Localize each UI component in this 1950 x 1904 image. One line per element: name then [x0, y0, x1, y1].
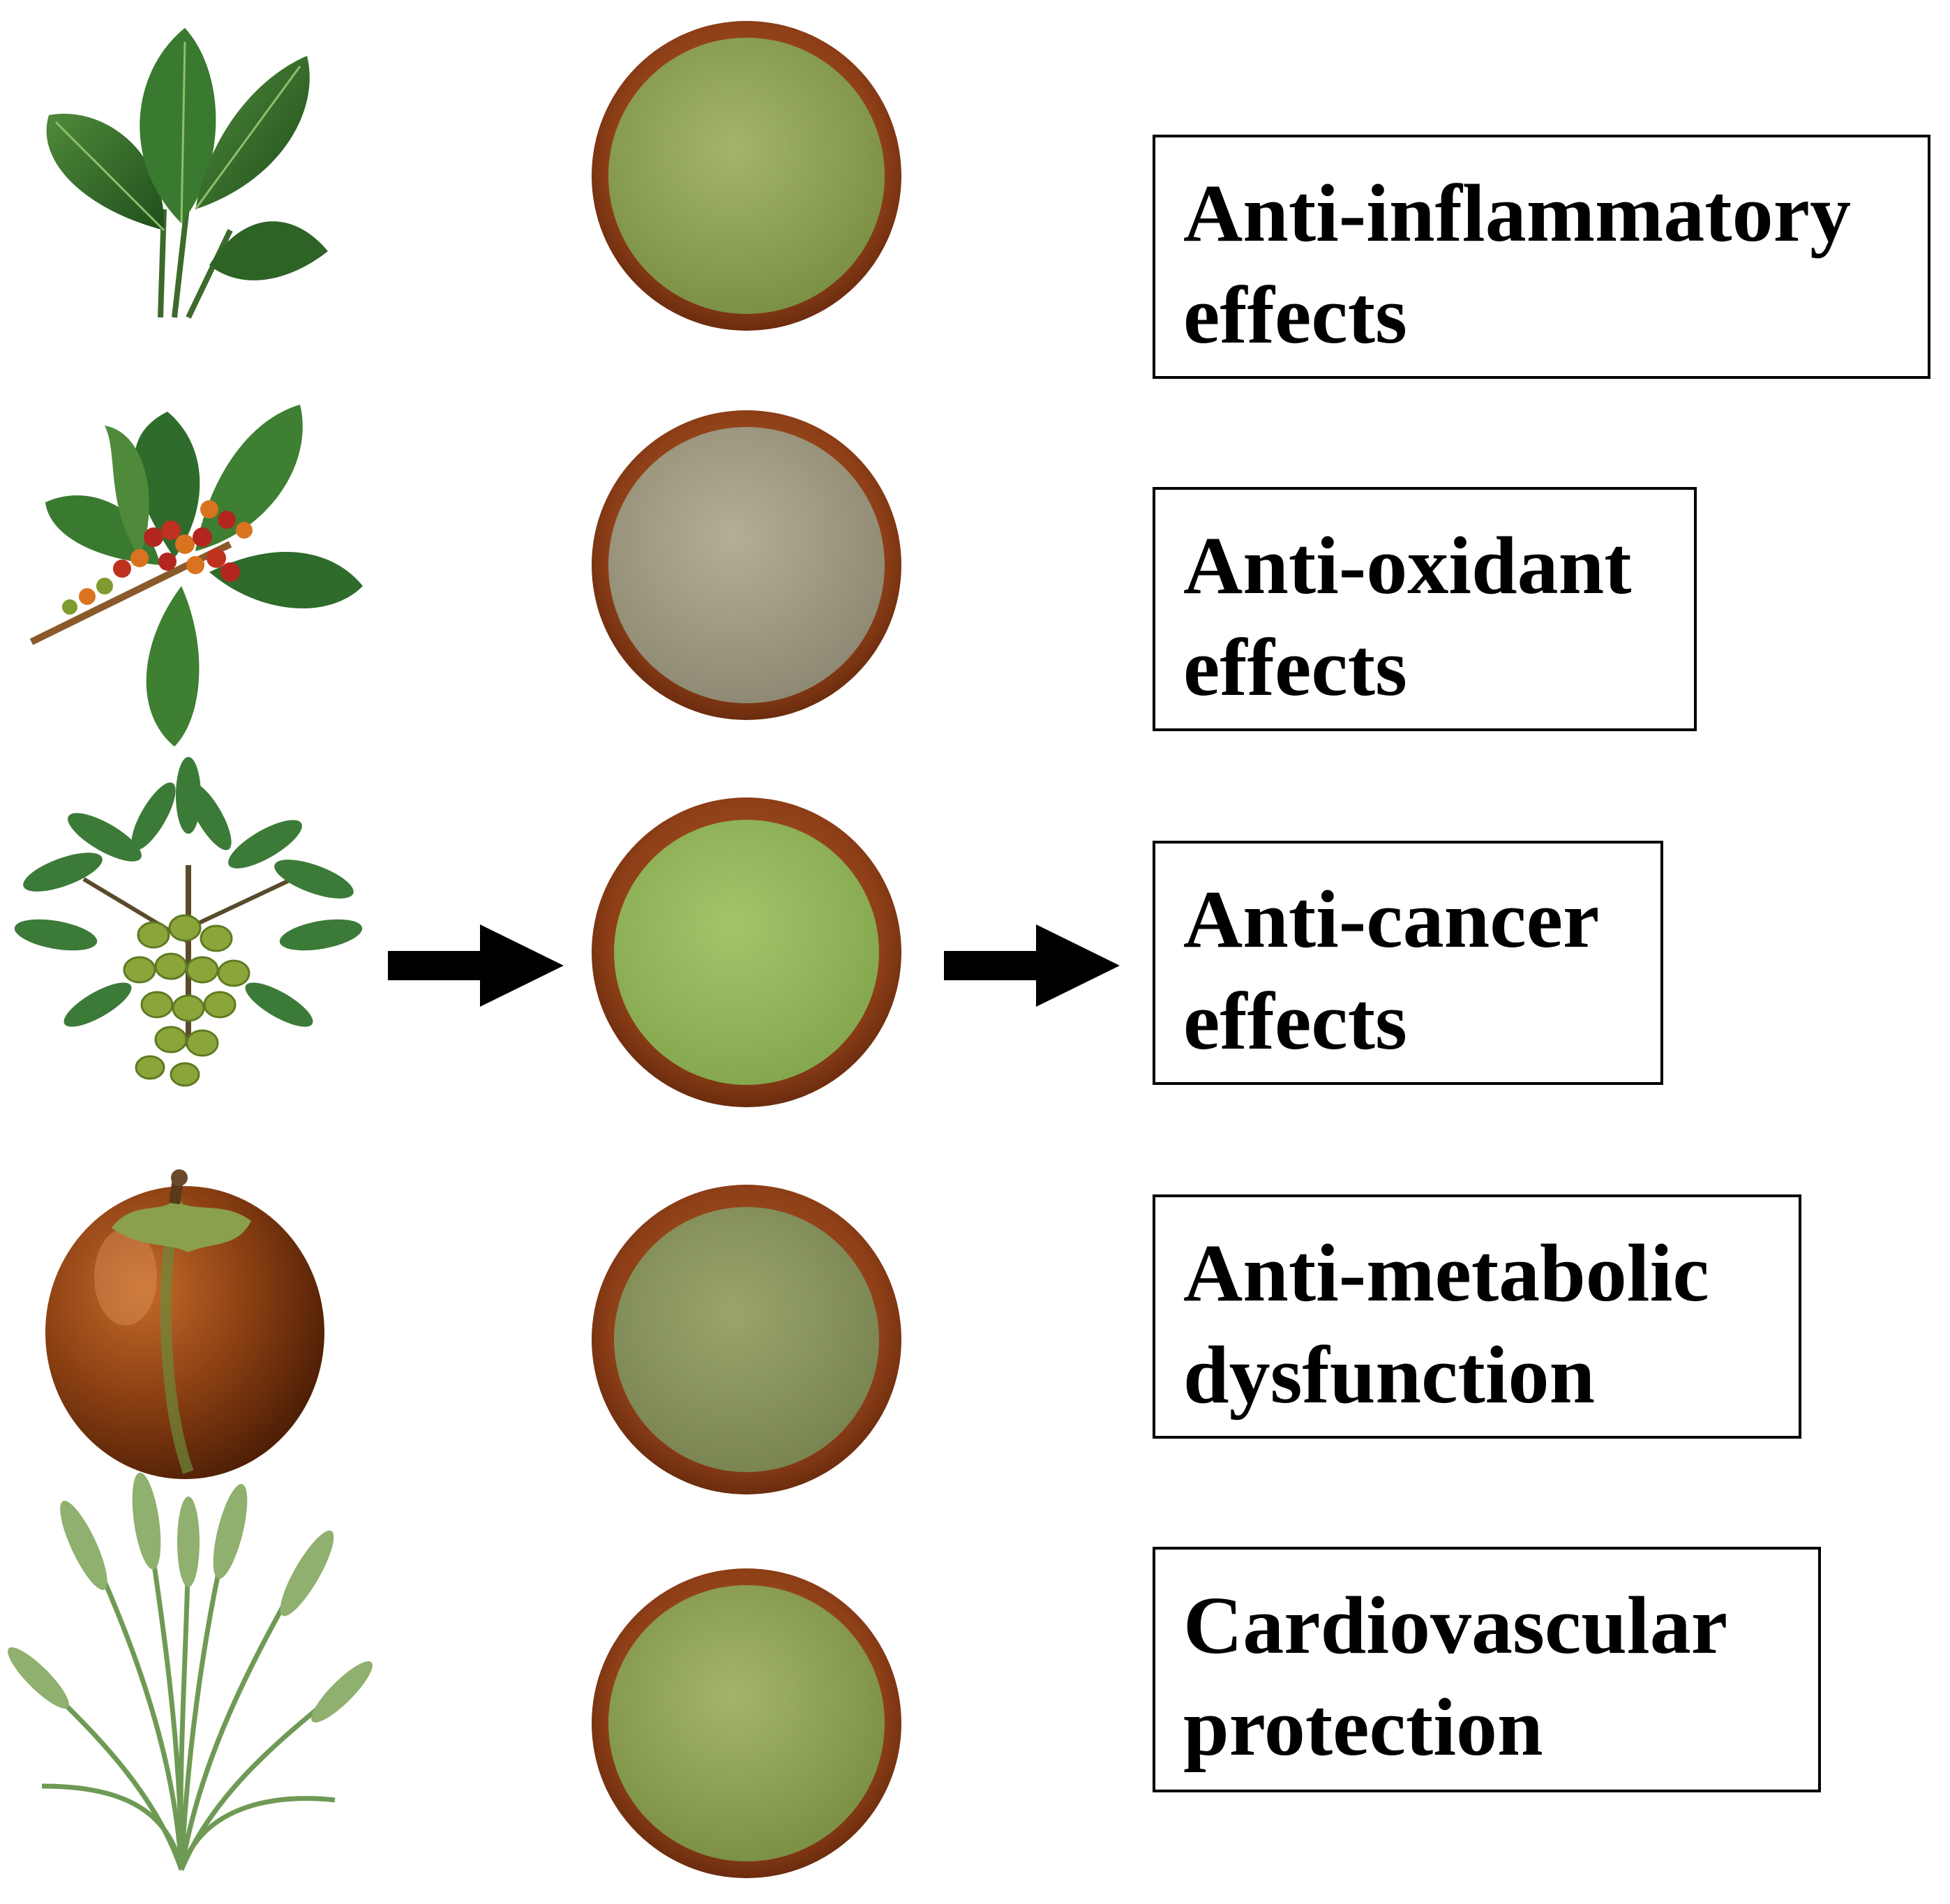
effect-title: Cardiovascular	[1183, 1580, 1728, 1671]
effect-subtitle: protection	[1183, 1681, 1543, 1773]
powder-bowl-1	[592, 21, 901, 331]
effect-subtitle: dysfunction	[1183, 1329, 1596, 1420]
coffee-berries	[62, 500, 253, 615]
green-berry-shrub-icon	[14, 757, 363, 1087]
powder-bowl-5	[592, 1568, 901, 1878]
effect-title: Anti-cancer	[1183, 874, 1600, 965]
effect-box-anti-oxidant: Anti-oxidant effects	[1153, 487, 1697, 731]
effect-box-cardiovascular: Cardiovascular protection	[1153, 1547, 1821, 1792]
wheatgrass-icon	[8, 1472, 373, 1871]
powder-bowl-2	[592, 410, 901, 720]
brown-fruit-icon	[45, 1169, 324, 1479]
effect-box-anti-inflammatory: Anti-inflammatory effects	[1153, 135, 1930, 379]
effect-title: Anti-inflammatory	[1183, 167, 1851, 259]
effect-subtitle: effects	[1183, 622, 1407, 713]
arrow-plant-to-powder	[388, 924, 564, 1007]
effect-box-anti-cancer: Anti-cancer effects	[1153, 841, 1663, 1085]
powder-bowl-4	[592, 1185, 901, 1494]
green-berries	[123, 914, 250, 1087]
effect-title: Anti-oxidant	[1183, 520, 1632, 611]
effect-title: Anti-metabolic	[1183, 1227, 1709, 1319]
leaves-plant-icon	[46, 28, 328, 319]
effect-box-anti-metabolic: Anti-metabolic dysfunction	[1153, 1194, 1801, 1439]
effect-subtitle: effects	[1183, 975, 1407, 1067]
arrow-powder-to-effects	[944, 924, 1120, 1007]
coffee-branch-icon	[29, 405, 363, 747]
powder-bowl-3	[592, 797, 901, 1107]
effect-subtitle: effects	[1183, 269, 1407, 361]
